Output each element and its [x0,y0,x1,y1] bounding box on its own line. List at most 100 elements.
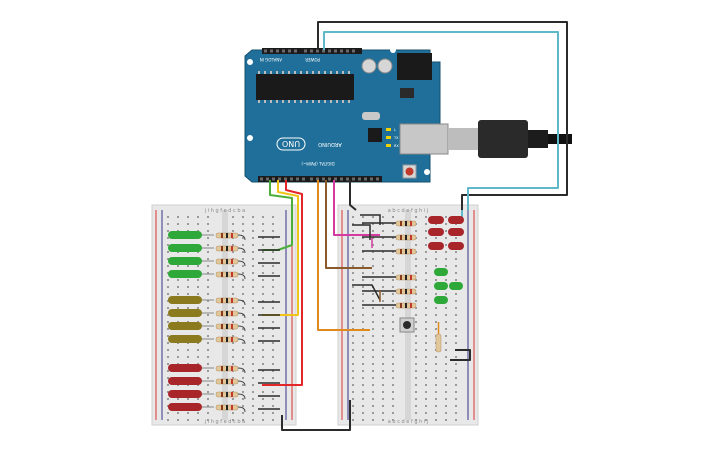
breadboard-hole[interactable] [272,419,274,421]
breadboard-hole[interactable] [352,391,354,393]
breadboard-hole[interactable] [425,272,427,274]
breadboard-hole[interactable] [177,349,179,351]
breadboard-hole[interactable] [262,356,264,358]
breadboard-hole[interactable] [207,300,209,302]
breadboard-hole[interactable] [207,363,209,365]
breadboard-hole[interactable] [272,335,274,337]
breadboard-hole[interactable] [372,223,374,225]
breadboard-hole[interactable] [232,265,234,267]
breadboard-hole[interactable] [242,223,244,225]
breadboard-hole[interactable] [252,398,254,400]
breadboard-hole[interactable] [392,272,394,274]
breadboard-hole[interactable] [415,293,417,295]
breadboard-hole[interactable] [272,377,274,379]
breadboard-hole[interactable] [392,398,394,400]
led[interactable] [448,228,464,236]
breadboard-hole[interactable] [232,377,234,379]
breadboard-hole[interactable] [362,377,364,379]
breadboard-hole[interactable] [262,391,264,393]
breadboard-hole[interactable] [207,314,209,316]
breadboard-hole[interactable] [272,349,274,351]
breadboard-hole[interactable] [435,412,437,414]
breadboard-hole[interactable] [207,419,209,421]
breadboard-hole[interactable] [352,370,354,372]
breadboard-hole[interactable] [392,384,394,386]
breadboard-hole[interactable] [415,370,417,372]
breadboard-hole[interactable] [372,314,374,316]
breadboard-hole[interactable] [167,307,169,309]
breadboard-hole[interactable] [177,279,179,281]
breadboard-hole[interactable] [272,370,274,372]
breadboard-hole[interactable] [382,412,384,414]
breadboard-hole[interactable] [362,419,364,421]
breadboard-hole[interactable] [392,349,394,351]
breadboard-hole[interactable] [455,321,457,323]
breadboard-hole[interactable] [352,286,354,288]
breadboard-hole[interactable] [252,286,254,288]
breadboard-hole[interactable] [207,223,209,225]
breadboard-hole[interactable] [187,286,189,288]
breadboard-hole[interactable] [455,314,457,316]
breadboard-hole[interactable] [272,363,274,365]
pushbutton-cap[interactable] [403,321,411,329]
led[interactable] [428,216,444,224]
breadboard-hole[interactable] [362,216,364,218]
breadboard-hole[interactable] [425,230,427,232]
wire-orange[interactable] [317,180,370,331]
breadboard-hole[interactable] [352,230,354,232]
reset-button-cap[interactable] [405,167,414,176]
breadboard-hole[interactable] [392,307,394,309]
breadboard-hole[interactable] [187,265,189,267]
breadboard-hole[interactable] [197,265,199,267]
breadboard-hole[interactable] [372,349,374,351]
breadboard-hole[interactable] [445,391,447,393]
breadboard-hole[interactable] [445,342,447,344]
breadboard-hole[interactable] [382,356,384,358]
breadboard-hole[interactable] [392,279,394,281]
breadboard-hole[interactable] [362,314,364,316]
wire-brown[interactable] [325,180,372,269]
breadboard-hole[interactable] [455,419,457,421]
breadboard-hole[interactable] [435,363,437,365]
breadboard-hole[interactable] [262,412,264,414]
breadboard-hole[interactable] [242,349,244,351]
breadboard-hole[interactable] [382,342,384,344]
breadboard-hole[interactable] [232,279,234,281]
breadboard-hole[interactable] [197,293,199,295]
breadboard-hole[interactable] [382,223,384,225]
breadboard-hole[interactable] [167,328,169,330]
breadboard-hole[interactable] [415,377,417,379]
breadboard-hole[interactable] [187,398,189,400]
breadboard-hole[interactable] [362,230,364,232]
breadboard-hole[interactable] [382,328,384,330]
breadboard-hole[interactable] [167,363,169,365]
jumper-wire[interactable] [352,224,371,240]
breadboard-hole[interactable] [425,258,427,260]
wire-cyan-top[interactable] [323,31,559,210]
breadboard-hole[interactable] [392,223,394,225]
breadboard-hole[interactable] [207,293,209,295]
breadboard-hole[interactable] [352,244,354,246]
led[interactable] [168,270,202,278]
breadboard-hole[interactable] [187,216,189,218]
breadboard-hole[interactable] [197,223,199,225]
breadboard-hole[interactable] [382,237,384,239]
jumper-wire[interactable] [360,214,381,225]
breadboard-hole[interactable] [425,223,427,225]
breadboard-hole[interactable] [197,356,199,358]
breadboard-hole[interactable] [382,307,384,309]
breadboard-hole[interactable] [167,405,169,407]
breadboard-hole[interactable] [242,258,244,260]
breadboard-hole[interactable] [425,342,427,344]
breadboard-hole[interactable] [272,223,274,225]
breadboard-hole[interactable] [272,265,274,267]
breadboard-hole[interactable] [392,293,394,295]
breadboard-hole[interactable] [435,377,437,379]
breadboard-hole[interactable] [415,307,417,309]
breadboard-hole[interactable] [445,412,447,414]
breadboard-hole[interactable] [445,314,447,316]
breadboard-hole[interactable] [272,279,274,281]
breadboard-hole[interactable] [242,356,244,358]
breadboard-hole[interactable] [425,321,427,323]
breadboard-hole[interactable] [415,391,417,393]
